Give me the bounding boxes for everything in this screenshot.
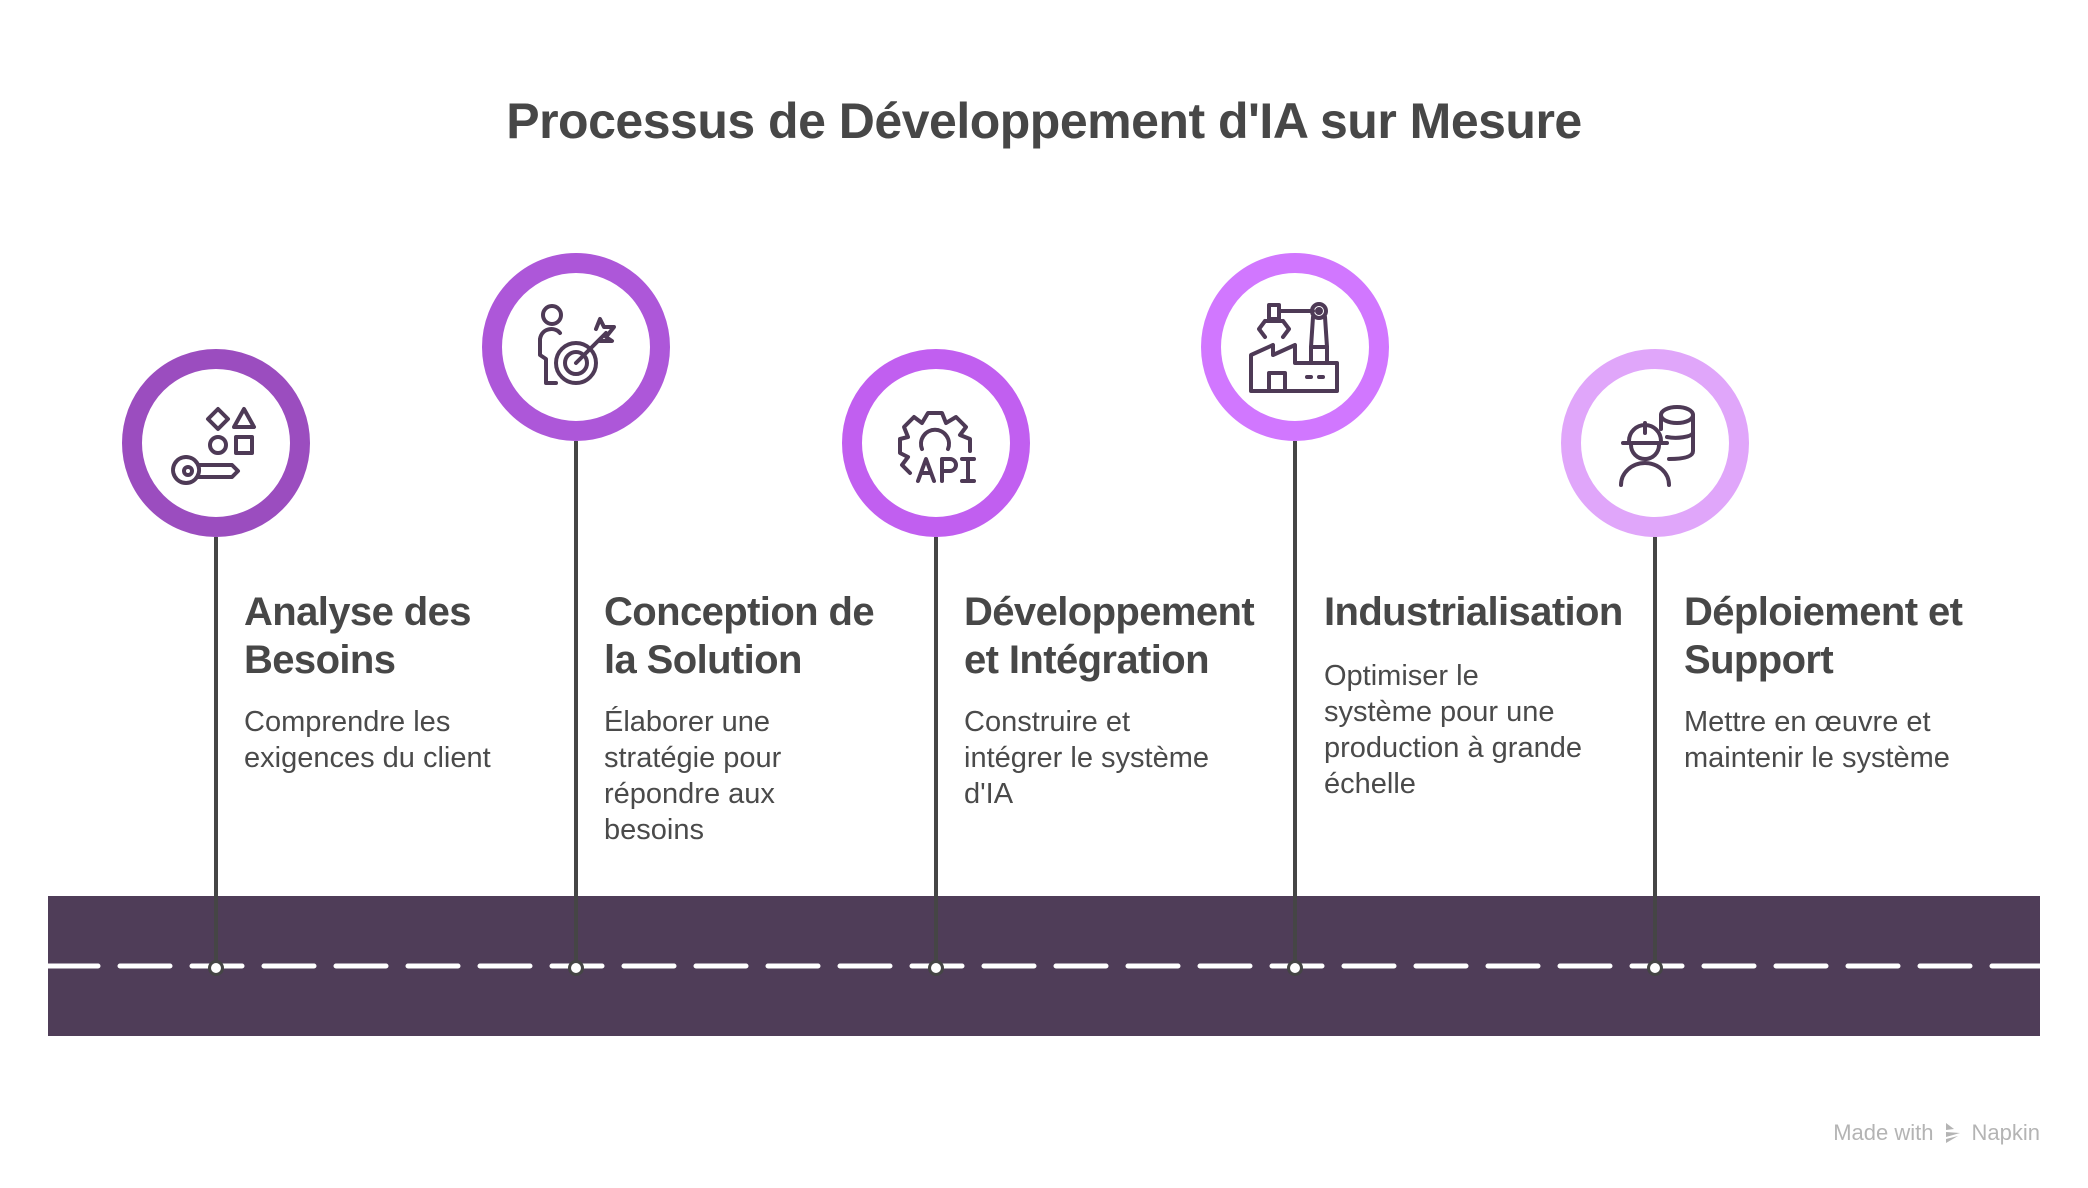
factory-robot-arm-icon: [1249, 302, 1339, 393]
step-text: Déploiement et Support Mettre en œuvre e…: [1684, 588, 1984, 776]
step-connector-line: [214, 537, 218, 966]
step-connector-line: [934, 537, 938, 966]
step-icon-ring: [1561, 349, 1749, 537]
step-heading: Développement et Intégration: [964, 590, 1255, 682]
step-description: Construire et intégrer le système d'IA: [964, 706, 1209, 810]
timeline-node: [928, 960, 944, 976]
step-description: Comprendre les exigences du client: [244, 706, 491, 774]
key-shapes-icon: [171, 407, 256, 485]
step-description: Élaborer une stratégie pour répondre aux…: [604, 706, 782, 846]
step-text: Conception de la Solution Élaborer une s…: [604, 588, 904, 848]
step-description: Optimiser le système pour une production…: [1324, 660, 1582, 800]
step-text: Analyse des Besoins Comprendre les exige…: [244, 588, 544, 776]
step-icon-ring: [1201, 253, 1389, 441]
napkin-logo-icon: [1945, 1123, 1960, 1143]
step-heading: Déploiement et Support: [1684, 590, 1963, 682]
step-text: Industrialisation Optimiser le système p…: [1324, 588, 1624, 802]
watermark-brand: Napkin: [1971, 1120, 2040, 1145]
timeline-node: [1287, 960, 1303, 976]
step-heading: Industrialisation: [1324, 590, 1623, 634]
step-description: Mettre en œuvre et maintenir le système: [1684, 706, 1950, 774]
step-text: Développement et Intégration Construire …: [964, 588, 1264, 812]
step-connector-line: [1293, 441, 1297, 966]
step-heading: Analyse des Besoins: [244, 590, 471, 682]
step-connector-line: [574, 441, 578, 966]
gear-api-icon: [898, 411, 976, 483]
road-center-dashes: [48, 963, 2040, 969]
step-connector-line: [1653, 537, 1657, 966]
watermark-prefix: Made with: [1833, 1120, 1934, 1145]
timeline-node: [568, 960, 584, 976]
engineer-database-icon: [1619, 405, 1695, 487]
step-icon-ring: [122, 349, 310, 537]
step-icon-ring: [842, 349, 1030, 537]
made-with-napkin-watermark: Made with Napkin: [1833, 1120, 2040, 1146]
step-icon-ring: [482, 253, 670, 441]
road-timeline: [48, 896, 2040, 1036]
step-heading: Conception de la Solution: [604, 590, 875, 682]
person-target-icon: [538, 304, 616, 385]
diagram-title: Processus de Développement d'IA sur Mesu…: [506, 93, 1582, 149]
timeline-node: [208, 960, 224, 976]
timeline-node: [1647, 960, 1663, 976]
